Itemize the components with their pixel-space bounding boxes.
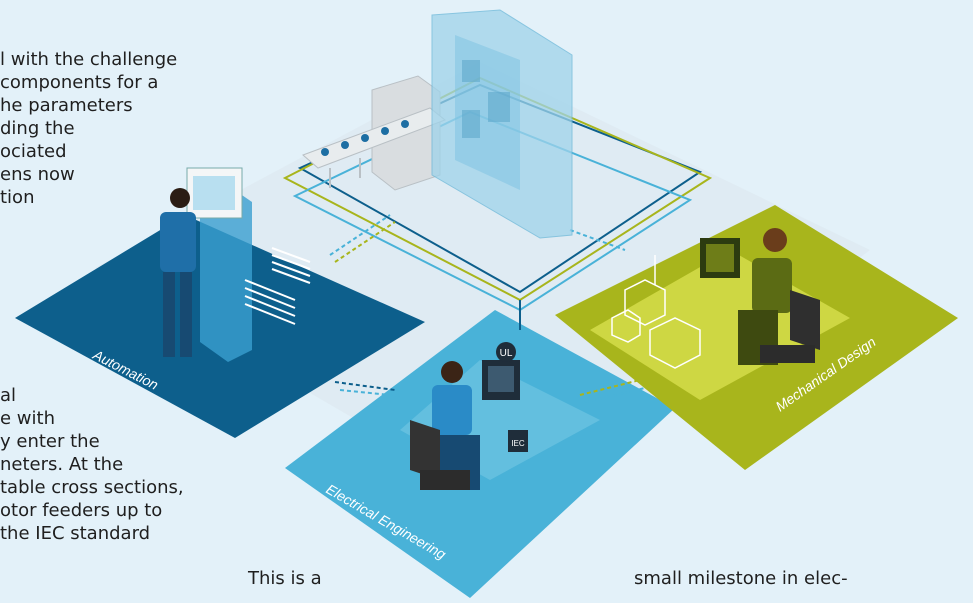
ul-badge: UL [496, 342, 516, 362]
text-bottom-right: small milestone in elec- [634, 568, 848, 589]
text-left-top-6: ens now [0, 164, 75, 185]
ul-badge-text: UL [500, 348, 513, 359]
text-left-bottom-3: y enter the [0, 431, 100, 452]
text-left-top-5: ociated [0, 141, 67, 162]
automation-data-stripes [244, 247, 311, 325]
text-left-top-1: l with the challenge [0, 49, 178, 70]
control-cabinet [431, 9, 573, 239]
text-left-top-3: he parameters [0, 95, 133, 116]
text-bottom-middle: This is a [248, 568, 322, 589]
iec-badge: IEC [508, 430, 528, 452]
text-left-bottom-6: otor feeders up to [0, 500, 163, 521]
text-left-top-4: ding the [0, 118, 75, 139]
automation-terminal [186, 167, 252, 362]
electrical-worker [410, 360, 520, 490]
text-left-bottom-2: e with [0, 408, 55, 429]
text-left-bottom-5: table cross sections, [0, 477, 184, 498]
text-left-top-2: components for a [0, 72, 159, 93]
mechanical-worker [700, 228, 820, 365]
automation-worker [160, 188, 196, 357]
iec-badge-text: IEC [511, 439, 525, 448]
text-left-bottom-4: neters. At the [0, 454, 124, 475]
text-left-top-7: tion [0, 187, 35, 208]
mechanical-wireframes [611, 255, 701, 369]
data-link-dashes [329, 214, 646, 403]
text-left-bottom-7: the IEC standard [0, 523, 151, 544]
text-left-bottom-1: al [0, 385, 17, 406]
